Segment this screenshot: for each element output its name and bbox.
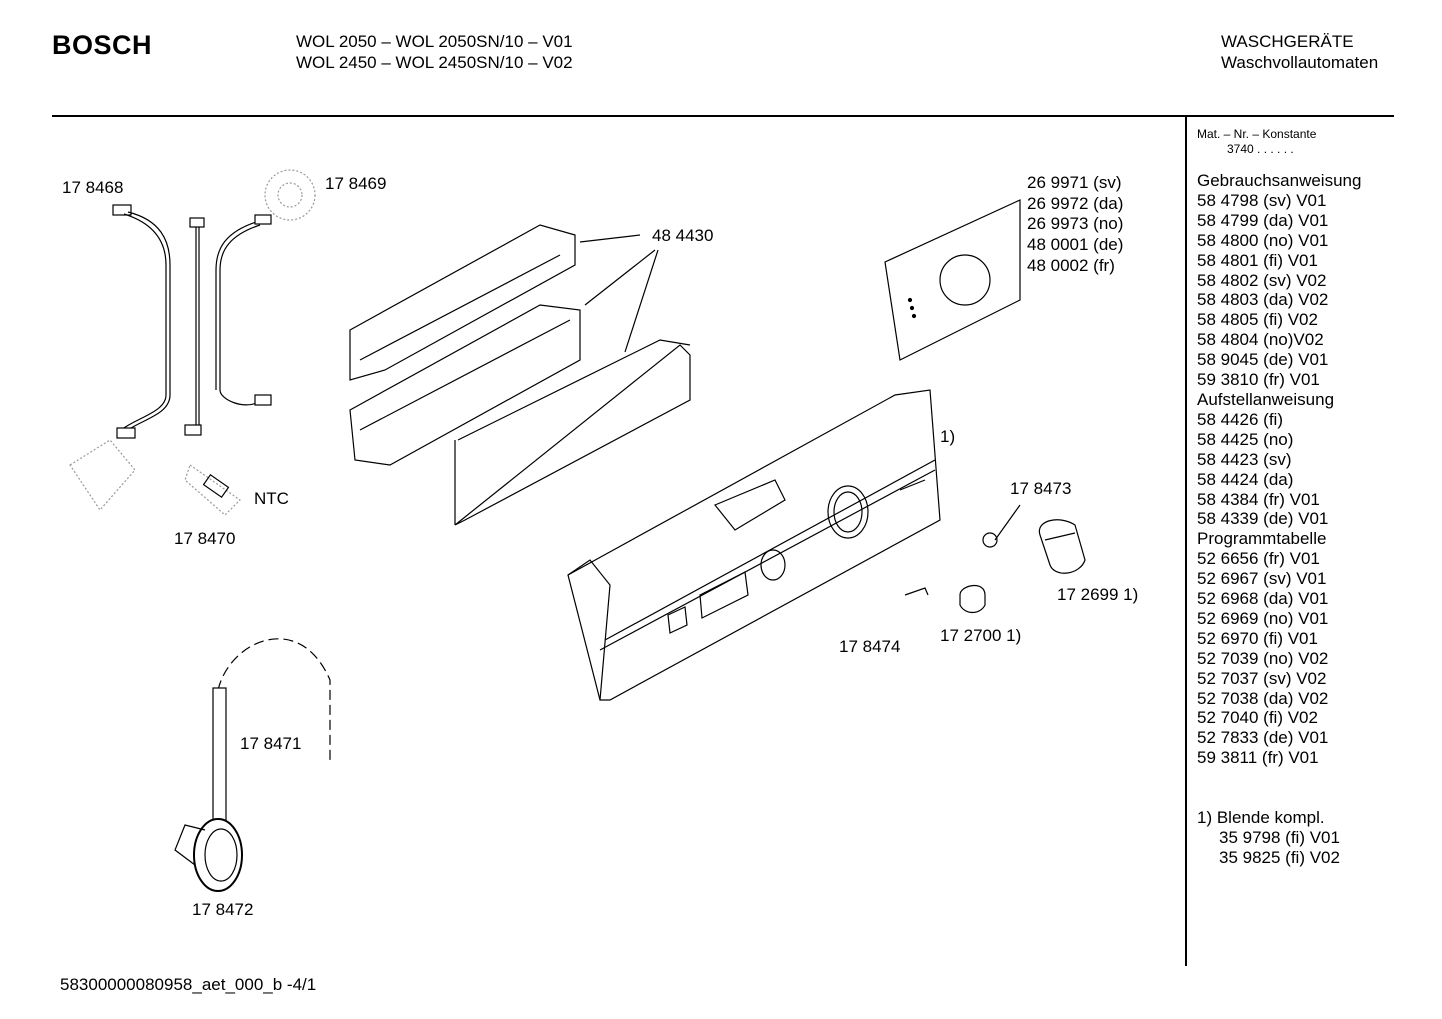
sidebar-list-item: 52 7037 (sv) V02 <box>1197 668 1327 688</box>
part-label: 26 9971 (sv) <box>1027 173 1122 192</box>
sidebar-list-item: 58 4801 (fi) V01 <box>1197 250 1318 270</box>
knobs <box>904 504 1086 614</box>
part-label-178468: 17 8468 <box>62 178 124 197</box>
footnote-item: 35 9798 (fi) V01 <box>1219 828 1340 848</box>
part-label-178471: 17 8471 <box>240 734 302 753</box>
cable-harness-178468 <box>112 204 272 439</box>
sidebar-list-item: 52 6967 (sv) V01 <box>1197 569 1327 589</box>
sidebar-list-item: 58 4426 (fi) <box>1197 409 1283 429</box>
sidebar-list-item: 58 4803 (da) V02 <box>1197 290 1329 310</box>
category-subtitle: Waschvollautomaten <box>1221 53 1379 72</box>
sidebar-list-item: 58 4339 (de) V01 <box>1197 509 1329 529</box>
header-divider <box>52 115 1394 117</box>
part-label: 26 9973 (no) <box>1027 214 1124 234</box>
sidebar-list-item: 58 4423 (sv) <box>1197 449 1292 469</box>
aufstell-list: 58 4426 (fi)58 4425 (no)58 4423 (sv)58 4… <box>1197 410 1361 529</box>
sidebar-list-item: 58 9045 (de) V01 <box>1197 350 1329 370</box>
section-title-programmtabelle: Programmtabelle <box>1197 529 1327 549</box>
sidebar-list-item: 52 6968 (da) V01 <box>1197 589 1329 609</box>
section-title-aufstellanweisung: Aufstellanweisung <box>1197 389 1335 409</box>
sidebar-list-item: 52 7833 (de) V01 <box>1197 728 1329 748</box>
category: WASCHGERÄTE Waschvollautomaten <box>1221 31 1378 73</box>
sidebar-list-item: 52 6656 (fr) V01 <box>1197 549 1320 569</box>
sidebar-list-item: 58 4425 (no) <box>1197 429 1294 449</box>
pressure-switch-178472 <box>174 638 331 892</box>
sidebar-list-item: 52 7039 (no) V02 <box>1197 648 1329 668</box>
sidebar-list-item: 58 4424 (da) <box>1197 469 1294 489</box>
footnote-item: 35 9825 (fi) V02 <box>1219 848 1340 867</box>
part-label-178469: 17 8469 <box>325 174 387 193</box>
sidebar-list-item: 58 4802 (sv) V02 <box>1197 270 1327 290</box>
part-label-172700: 17 2700 1) <box>940 626 1022 645</box>
part-label: 48 0001 (de) <box>1027 235 1124 255</box>
part-label-178472: 17 8472 <box>192 900 254 919</box>
sidebar-divider <box>1185 117 1187 966</box>
model-line: WOL 2450 – WOL 2450SN/10 – V02 <box>296 53 573 72</box>
sidebar-list-item: 59 3811 (fr) V01 <box>1197 748 1319 768</box>
panel-language-list: 26 9971 (sv) 26 9972 (da) 26 9973 (no) 4… <box>1027 173 1123 277</box>
part-label: 48 0002 (fr) <box>1027 255 1115 275</box>
sidebar-list-item: 52 6970 (fi) V01 <box>1197 628 1318 648</box>
sidebar-list-item: 58 4799 (da) V01 <box>1197 210 1329 230</box>
part-label-172699: 17 2699 1) <box>1057 585 1139 604</box>
part-label-178470: 17 8470 <box>174 529 236 548</box>
blende-ref-label: 1) <box>940 427 956 446</box>
konstante-label: Mat. – Nr. – Konstante <box>1197 127 1317 141</box>
section-title-gebrauchsanweisung: Gebrauchsanweisung <box>1197 171 1362 190</box>
part-label-178474: 17 8474 <box>839 637 901 656</box>
part-label: 26 9972 (da) <box>1027 193 1124 213</box>
part-label-178473: 17 8473 <box>1010 479 1072 498</box>
sidebar-list-item: 59 3810 (fr) V01 <box>1197 370 1320 390</box>
category-title: WASCHGERÄTE <box>1221 32 1354 51</box>
sidebar-list-item: 52 7038 (da) V02 <box>1197 688 1329 708</box>
sidebar-list-item: 52 7040 (fi) V02 <box>1197 708 1318 728</box>
connector-housing-icon <box>69 169 316 511</box>
sidebar-list-item: 58 4798 (sv) V01 <box>1197 190 1327 210</box>
model-line: WOL 2050 – WOL 2050SN/10 – V01 <box>296 32 573 51</box>
panel-insert <box>884 199 1021 361</box>
model-list: WOL 2050 – WOL 2050SN/10 – V01 WOL 2450 … <box>296 31 573 73</box>
sidebar-list-item: 58 4800 (no) V01 <box>1197 230 1329 250</box>
ntc-label: NTC <box>254 489 289 508</box>
konstante-value: 3740 . . . . . . <box>1227 142 1294 156</box>
sidebar-list-item: 52 6969 (no) V01 <box>1197 608 1329 628</box>
brand-logo: BOSCH <box>52 30 153 60</box>
footnote-title: 1) Blende kompl. <box>1197 808 1325 828</box>
control-module-484430 <box>349 224 691 526</box>
sidebar-list-item: 58 4805 (fi) V02 <box>1197 310 1318 330</box>
document-id: 58300000080958_aet_000_b -4/1 <box>60 975 317 994</box>
sidebar-list-item: 58 4384 (fr) V01 <box>1197 489 1320 509</box>
sidebar-list-item: 58 4804 (no)V02 <box>1197 330 1324 350</box>
fascia-panel <box>567 389 941 701</box>
material-number-sidebar: Mat. – Nr. – Konstante 3740 . . . . . . … <box>1197 127 1361 868</box>
ntc-sensor <box>184 464 241 516</box>
part-label-484430: 48 4430 <box>652 226 714 245</box>
